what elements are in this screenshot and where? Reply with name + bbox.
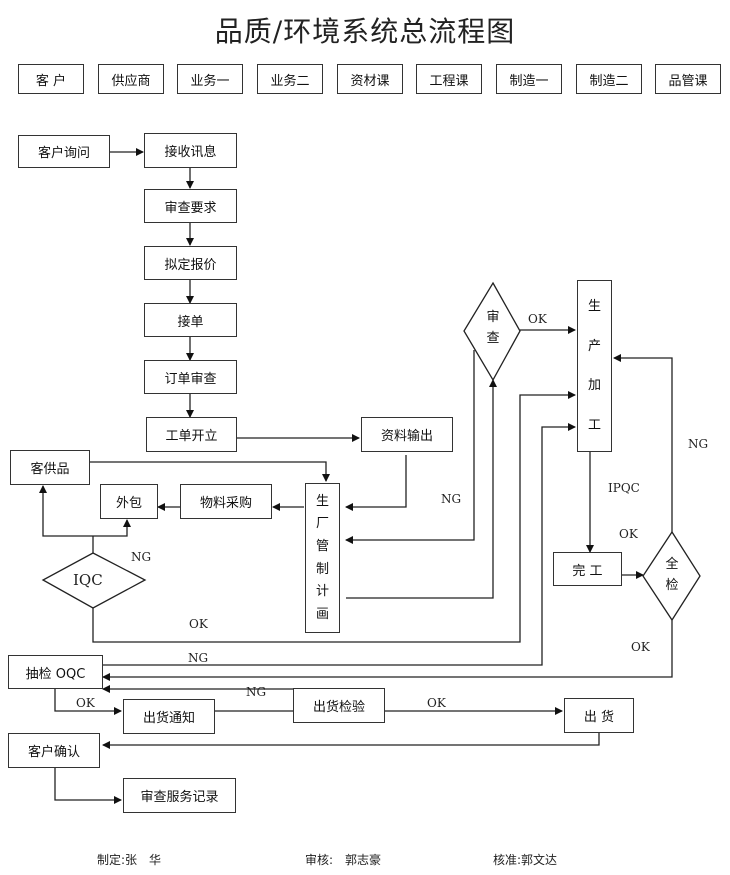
footer-reviewed-by: 审核: 郭志豪 (305, 853, 382, 867)
node-customer-inquiry: 客户询问 (18, 135, 110, 168)
review-char: 查 (486, 330, 500, 346)
edge-oqc-ng-production (103, 423, 576, 666)
node-outsource: 外包 (100, 484, 158, 519)
dept-sales-2: 业务二 (257, 64, 323, 94)
dept-materials: 资材课 (337, 64, 403, 94)
review-decision-label: 审 查 (480, 308, 506, 350)
plan-char: 计 (315, 584, 329, 600)
full-inspection-diamond (642, 530, 701, 622)
node-draft-quote: 拟定报价 (144, 246, 237, 280)
production-char: 产 (587, 338, 601, 354)
edge-full-ok-oqc (102, 620, 673, 681)
label-ship-ng: NG (246, 685, 267, 699)
dept-customer: 客 户 (18, 64, 84, 94)
dept-quality: 品管课 (655, 64, 721, 94)
plan-char: 厂 (315, 516, 329, 532)
review-char: 审 (486, 310, 500, 325)
edge-iqc-outsource (93, 519, 131, 537)
node-work-order: 工单开立 (146, 417, 237, 452)
label-full-ng: NG (688, 437, 709, 451)
iqc-label: IQC (73, 571, 103, 589)
edge-oqc-ok-notice (54, 688, 122, 715)
label-iqc-ok: OK (189, 617, 208, 631)
dept-manufacturing-1: 制造一 (496, 64, 562, 94)
label-ship-ok: OK (427, 696, 446, 710)
node-data-output: 资料输出 (361, 417, 453, 452)
node-shipping-notice: 出货通知 (123, 699, 215, 734)
edge-review-ng-plan (345, 350, 475, 544)
label-oqc-ok: OK (76, 696, 95, 710)
edge-iqc-supplied (39, 485, 93, 537)
edge-plan-review (346, 379, 497, 599)
edge-data-plan (345, 455, 407, 511)
plan-char: 画 (315, 607, 329, 623)
production-char: 生 (587, 299, 601, 315)
footer-prepared-by: 制定:张 华 (97, 853, 162, 867)
dept-supplier: 供应商 (98, 64, 164, 94)
label-oqc-ng: NG (188, 651, 209, 665)
full-char: 全 (665, 557, 679, 572)
node-production: 生 产 加 工 (577, 280, 612, 452)
full-inspection-label: 全 检 (659, 555, 685, 597)
node-receive-info: 接收讯息 (144, 133, 237, 168)
label-review-ng: NG (441, 492, 462, 506)
dept-manufacturing-2: 制造二 (576, 64, 642, 94)
node-customer-confirm: 客户确认 (8, 733, 100, 768)
label-ipqc: IPQC (608, 481, 640, 495)
node-review-requirements: 审查要求 (144, 189, 237, 223)
edge-confirm-service (54, 767, 122, 804)
production-char: 加 (587, 378, 601, 394)
full-char: 检 (665, 577, 679, 593)
node-shipment: 出 货 (564, 698, 634, 733)
edge-supplied-plan (90, 461, 330, 482)
node-finish: 完 工 (553, 552, 622, 586)
node-shipping-inspection: 出货检验 (293, 688, 385, 723)
node-sampling-oqc: 抽检 OQC (8, 655, 103, 689)
edge-iqc-ok-production (92, 391, 576, 643)
label-full-ok: OK (631, 640, 650, 654)
label-finish-ok: OK (619, 527, 638, 541)
footer-approved-by: 核准:郭文达 (493, 853, 558, 867)
node-production-plan: 生 厂 管 制 计 画 (305, 483, 340, 633)
review-decision-diamond (463, 281, 521, 382)
node-review-service-record: 审查服务记录 (123, 778, 236, 813)
plan-char: 管 (315, 539, 329, 555)
page-title: 品质/环境系统总流程图 (214, 15, 516, 48)
plan-char: 制 (315, 561, 329, 577)
edge-ship-confirm (102, 733, 600, 749)
node-material-purchase: 物料采购 (180, 484, 272, 519)
iqc-diamond (41, 552, 147, 609)
node-order-review: 订单审查 (144, 360, 237, 394)
dept-sales-1: 业务一 (177, 64, 243, 94)
production-char: 工 (587, 417, 601, 433)
node-receive-order: 接单 (144, 303, 237, 337)
plan-char: 生 (315, 493, 329, 509)
node-customer-supplied: 客供品 (10, 450, 90, 485)
label-iqc-ng: NG (131, 550, 152, 564)
label-review-ok: OK (528, 312, 547, 326)
edge-full-ng-production (613, 354, 673, 532)
dept-engineering: 工程课 (416, 64, 482, 94)
